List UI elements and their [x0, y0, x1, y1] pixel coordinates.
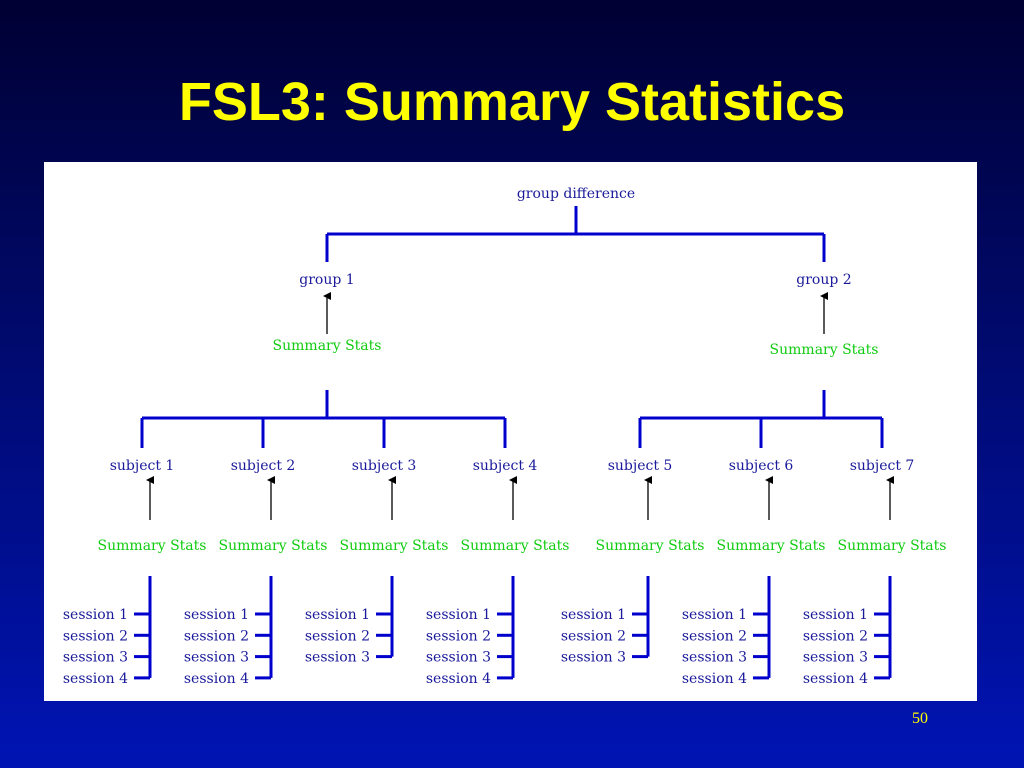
session-label: session 4: [803, 671, 868, 687]
session-label: session 2: [682, 628, 747, 644]
subject-node-label: subject 2: [231, 458, 296, 474]
subject-node-label: subject 1: [110, 458, 175, 474]
subject-summary-stats-label: Summary Stats: [596, 538, 705, 554]
hierarchy-diagram: group difference group 1 Summary Stats subj…: [44, 162, 977, 701]
session-label: session 2: [63, 628, 128, 644]
session-label: session 2: [426, 628, 491, 644]
slide-number: 50: [912, 710, 928, 727]
session-label: session 3: [305, 650, 370, 666]
session-label: session 2: [561, 628, 626, 644]
session-label: session 4: [426, 671, 491, 687]
subject-summary-stats-label: Summary Stats: [461, 538, 570, 554]
subject-summary-stats-label: Summary Stats: [838, 538, 947, 554]
session-label: session 4: [184, 671, 249, 687]
group-node-label: group 1: [299, 272, 354, 288]
session-label: session 1: [63, 607, 128, 623]
session-label: session 3: [426, 650, 491, 666]
session-label: session 3: [561, 650, 626, 666]
session-label: session 4: [682, 671, 747, 687]
group-node-label: group 2: [796, 272, 851, 288]
subject-summary-stats-label: Summary Stats: [98, 538, 207, 554]
group-summary-stats-label: Summary Stats: [770, 342, 879, 358]
hierarchy-diagram-svg: group difference group 1 Summary Stats subj…: [63, 186, 947, 687]
slide-title: FSL3: Summary Statistics: [178, 72, 846, 132]
session-label: session 3: [63, 650, 128, 666]
subject-node-label: subject 6: [729, 458, 794, 474]
subject-summary-stats-label: Summary Stats: [340, 538, 449, 554]
session-label: session 1: [426, 607, 491, 623]
session-label: session 2: [803, 628, 868, 644]
group-summary-stats-label: Summary Stats: [273, 338, 382, 354]
session-label: session 1: [803, 607, 868, 623]
subject-node-label: subject 5: [608, 458, 673, 474]
session-label: session 3: [682, 650, 747, 666]
session-label: session 1: [561, 607, 626, 623]
session-label: session 1: [305, 607, 370, 623]
session-label: session 2: [184, 628, 249, 644]
subject-summary-stats-label: Summary Stats: [717, 538, 826, 554]
subject-node-label: subject 3: [352, 458, 417, 474]
session-label: session 3: [184, 650, 249, 666]
root-node-label: group difference: [517, 186, 635, 202]
subject-node-label: subject 4: [473, 458, 538, 474]
session-label: session 1: [184, 607, 249, 623]
session-label: session 3: [803, 650, 868, 666]
session-label: session 2: [305, 628, 370, 644]
subject-node-label: subject 7: [850, 458, 915, 474]
subject-summary-stats-label: Summary Stats: [219, 538, 328, 554]
session-label: session 1: [682, 607, 747, 623]
session-label: session 4: [63, 671, 128, 687]
